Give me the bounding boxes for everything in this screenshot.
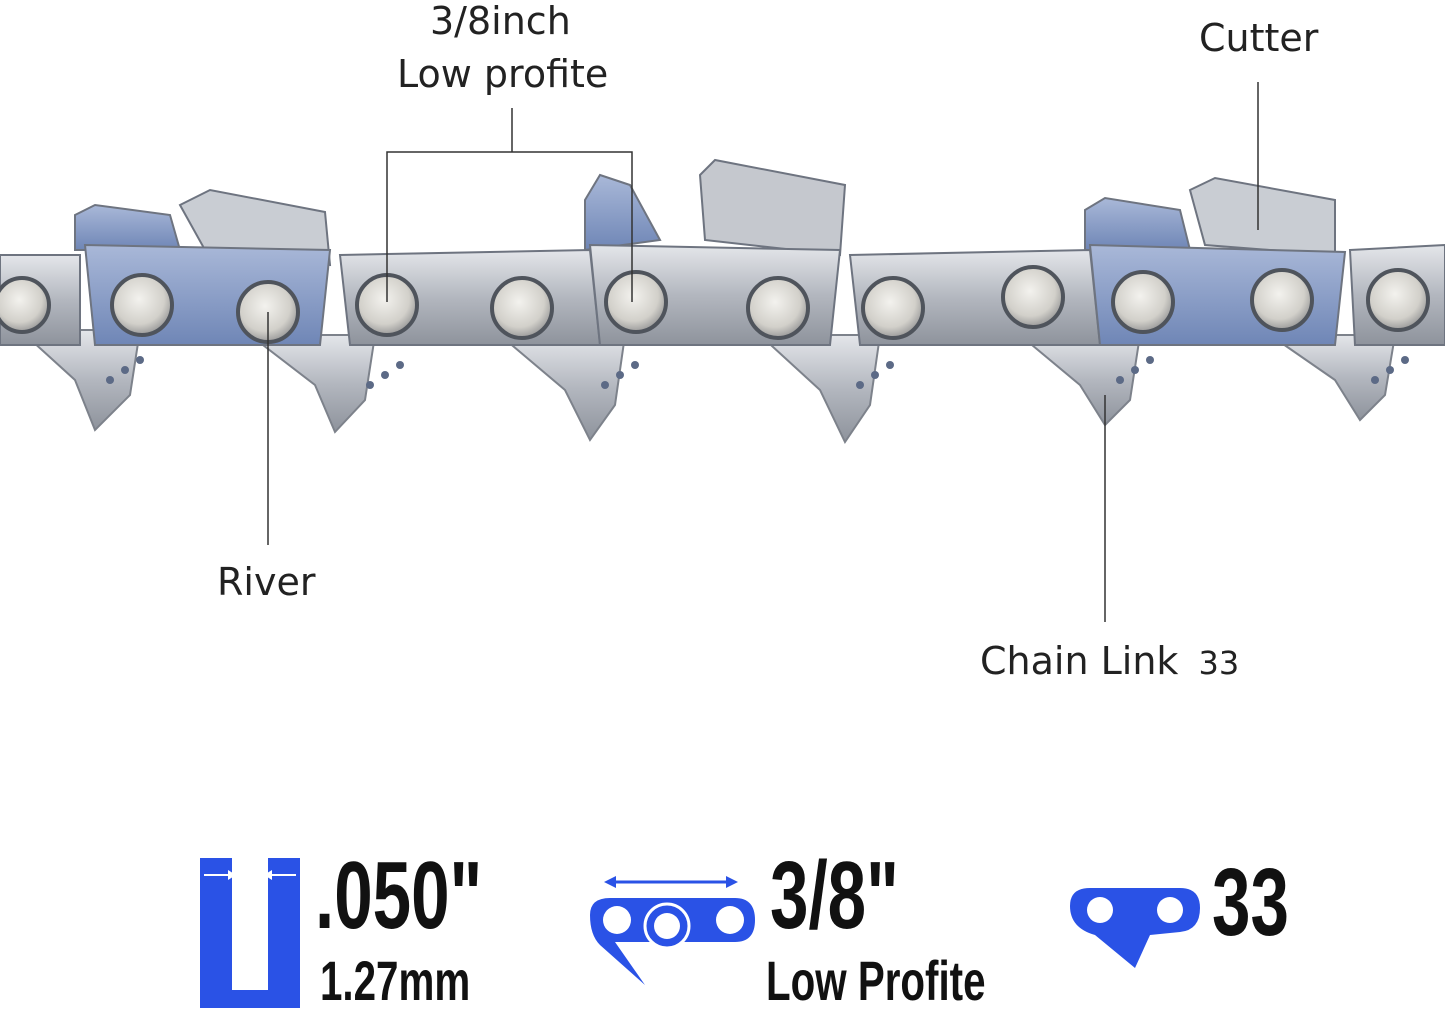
chain-link-callout: Chain Link 33 (980, 639, 1240, 684)
rivet (1366, 268, 1430, 332)
rivet (110, 273, 174, 337)
rivets (0, 265, 1430, 344)
rivet (0, 276, 51, 334)
embossed-dots (106, 356, 1409, 389)
river-callout: River (217, 560, 316, 604)
drive-link-icon (1070, 888, 1200, 968)
rivet (1111, 270, 1175, 334)
rivet (1001, 265, 1065, 329)
rivet (490, 276, 554, 340)
side-plates (0, 243, 1445, 346)
rivet (746, 276, 810, 340)
rivet (1250, 268, 1314, 332)
gauge-value: .050" (315, 842, 483, 949)
pitch-callout-line2: Low profite (397, 52, 609, 96)
links-value: 33 (1212, 849, 1289, 956)
rivet (861, 276, 925, 340)
rivet (604, 270, 668, 334)
chain-link-count: 33 (1198, 644, 1240, 682)
drive-links (17, 329, 1397, 445)
cutter-callout: Cutter (1199, 16, 1319, 60)
pitch-bracket (386, 151, 633, 302)
gauge-sub: 1.27mm (320, 949, 471, 1012)
gauge-icon (200, 858, 300, 1008)
chain-link-label: Chain Link (980, 639, 1179, 683)
chain-body (0, 158, 1445, 445)
pitch-icon (590, 876, 755, 985)
leader-lines (267, 82, 1259, 622)
cutters (74, 158, 1336, 267)
pitch-sub: Low Profite (766, 949, 986, 1012)
pitch-value: 3/8" (770, 842, 899, 949)
pitch-callout-line1: 3/8inch (430, 0, 571, 43)
